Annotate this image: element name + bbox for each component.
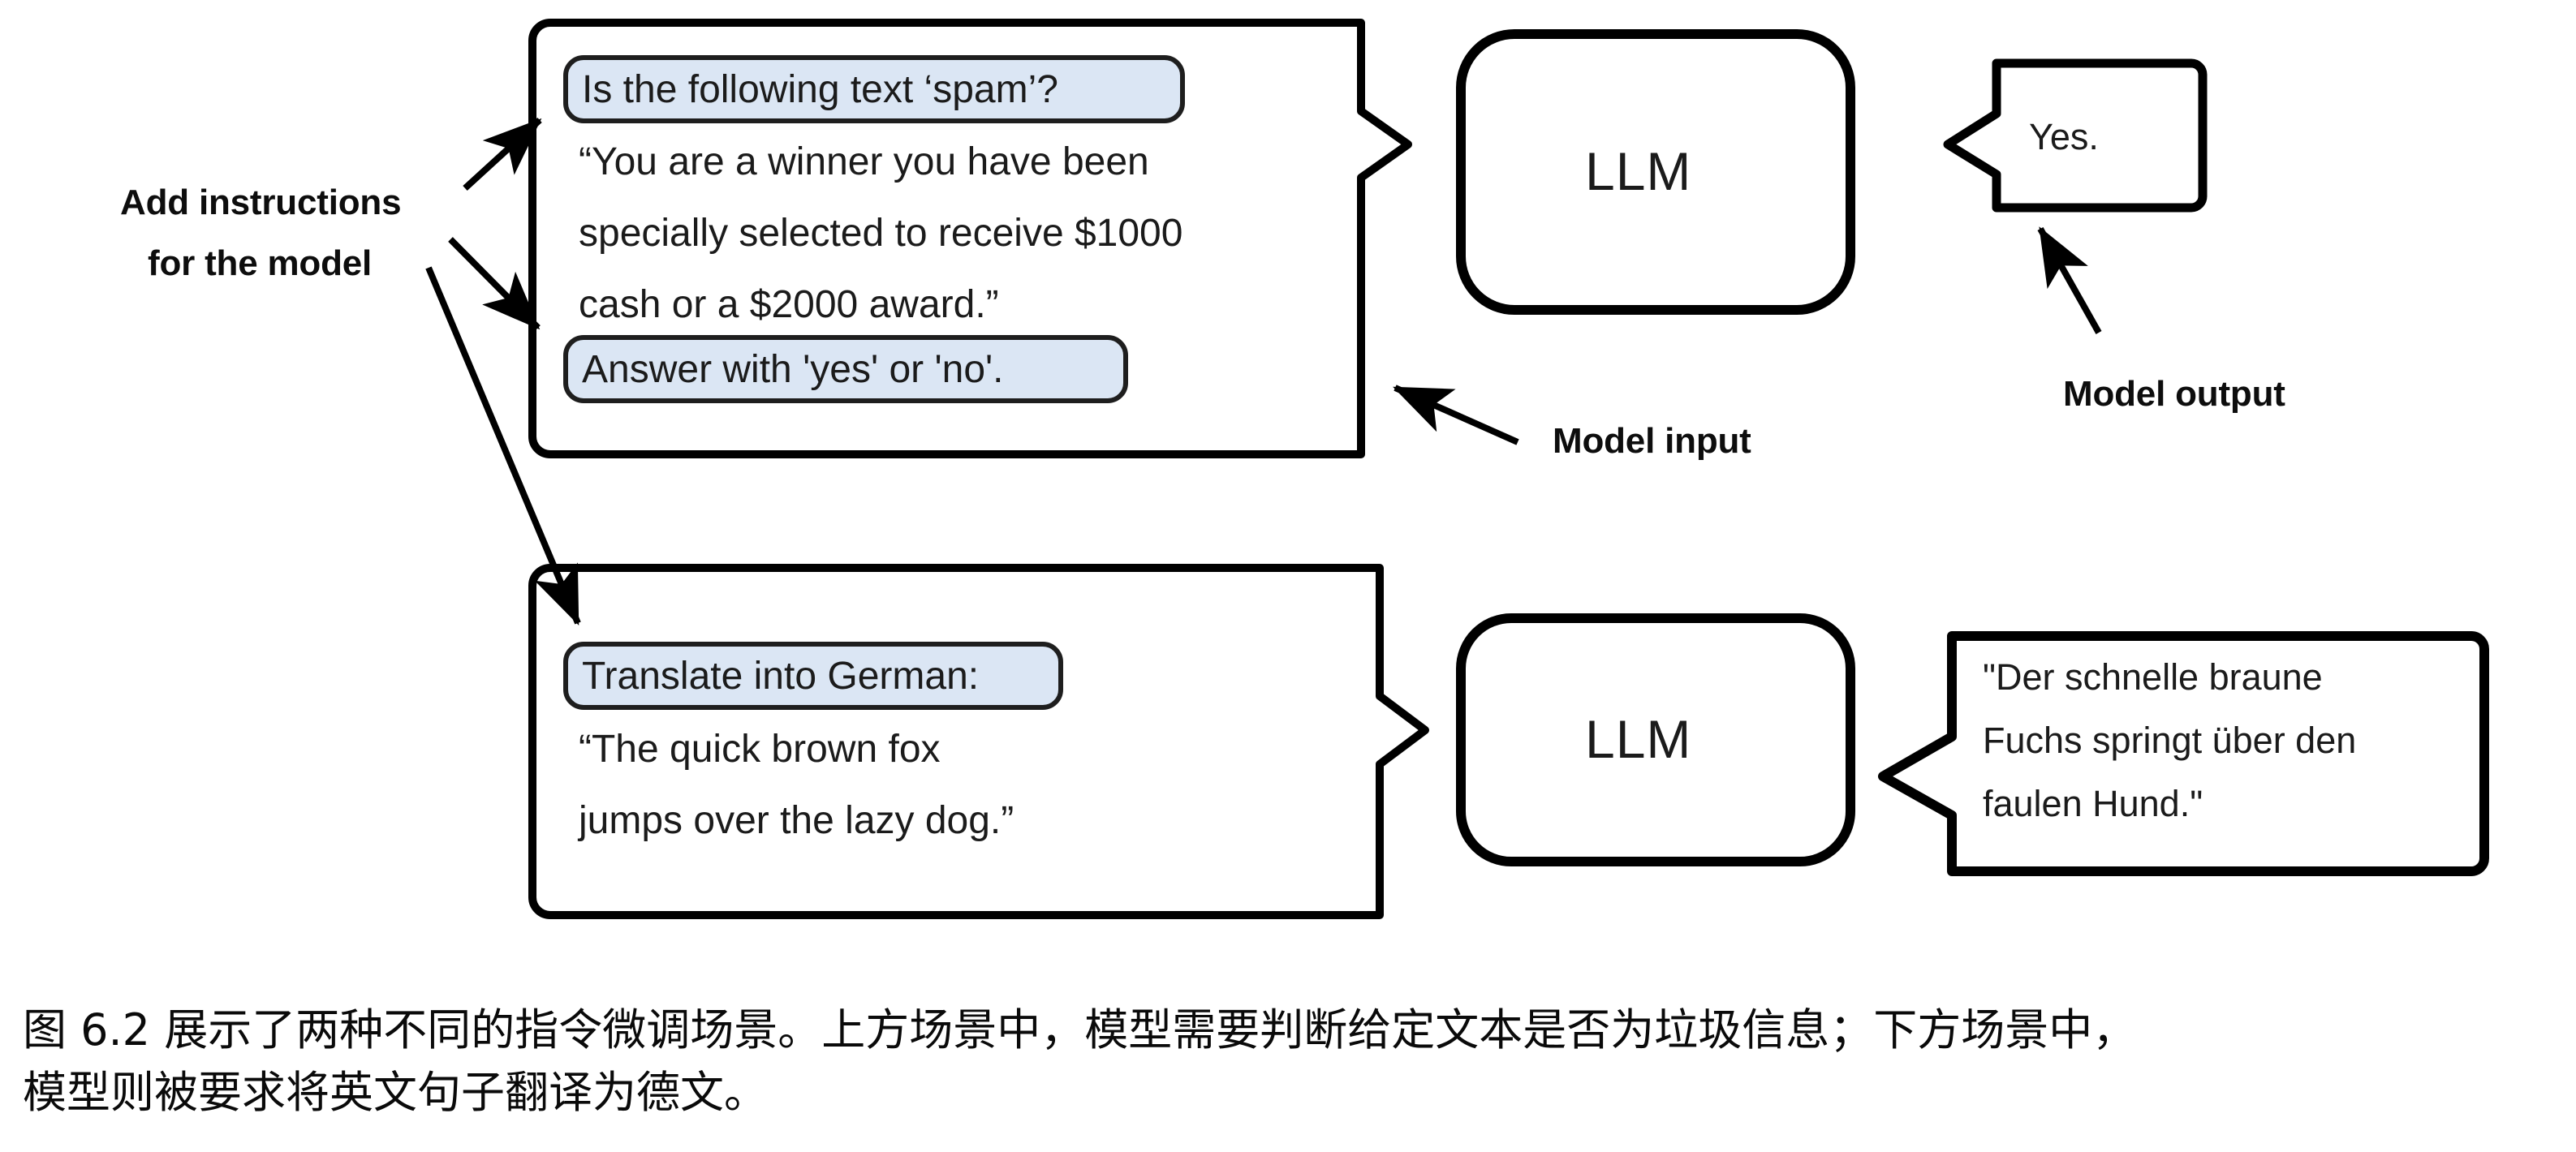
caption-line-2: 模型则被要求将英文句子翻译为德文。 — [23, 1066, 768, 1118]
model-output-label: Model output — [2063, 374, 2285, 414]
input-body-line-1-3: cash or a $2000 award.” — [579, 283, 999, 326]
llm-label-bottom: LLM — [1585, 709, 1692, 769]
figure-caption: 图 6.2 展示了两种不同的指令微调场景。上方场景中，模型需要判断给定文本是否为… — [23, 999, 2571, 1124]
model-input-label: Model input — [1553, 421, 1751, 461]
input-body-line-1-1: “You are a winner you have been — [579, 140, 1149, 183]
input-body-line-1-2: specially selected to receive $1000 — [579, 212, 1183, 255]
arrow-to-bottom-instruction — [448, 237, 541, 330]
instruction-pill-top-2-text: Translate into German: — [582, 655, 980, 698]
output-bubble-bottom-line-1: "Der schnelle braune — [1983, 656, 2323, 698]
arrow-model-input — [1393, 385, 1519, 445]
output-bubble-bottom-line-3: faulen Hund." — [1983, 783, 2203, 824]
output-bubble-bottom-line-2: Fuchs springt über den — [1983, 720, 2357, 761]
llm-label-top: LLM — [1585, 141, 1692, 201]
add-instructions-label-line2: for the model — [148, 243, 373, 283]
arrow-model-output — [2037, 226, 2102, 334]
add-instructions-label-line1: Add instructions — [120, 183, 402, 222]
instruction-pill-top-1-text: Is the following text ‘spam’? — [582, 68, 1058, 111]
instruction-pill-bottom-1-text: Answer with 'yes' or 'no'. — [582, 348, 1004, 391]
arrow-to-top-instruction — [463, 118, 542, 191]
caption-line-1: 图 6.2 展示了两种不同的指令微调场景。上方场景中，模型需要判断给定文本是否为… — [23, 1004, 2137, 1055]
arrow-to-translate-instruction — [425, 266, 581, 625]
input-body-line-2-2: jumps over the lazy dog.” — [579, 799, 1014, 842]
output-bubble-top-line-1: Yes. — [2029, 116, 2099, 157]
input-body-line-2-1: “The quick brown fox — [579, 728, 941, 771]
